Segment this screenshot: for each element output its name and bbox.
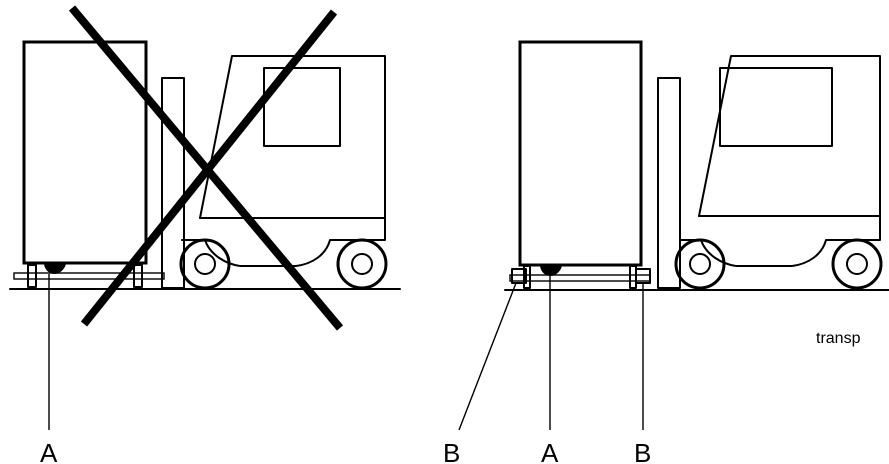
cabinet-foot-right xyxy=(540,266,562,276)
cabinet-left xyxy=(22,40,148,265)
leader-line-right-B1 xyxy=(458,282,517,431)
label-left-A: A xyxy=(40,438,58,464)
label-right-B-left: B xyxy=(443,438,460,464)
support-post-right-a xyxy=(523,265,531,289)
forklift-window-left xyxy=(263,67,341,147)
forklift-body-left xyxy=(181,55,386,267)
support-post-right-b xyxy=(629,265,637,289)
incorrect-transport-illustration: A xyxy=(9,5,401,464)
rear-wheel-right xyxy=(831,238,883,290)
support-block-right-a xyxy=(511,268,527,284)
label-right-B-right: B xyxy=(634,438,651,464)
caption-transp: transp xyxy=(816,330,861,347)
forklift-right xyxy=(657,55,883,290)
rear-hub-left xyxy=(351,253,373,275)
correct-transport-illustration: B A B transp xyxy=(443,40,889,464)
front-hub-left xyxy=(194,253,216,275)
mast-left xyxy=(161,77,185,289)
cabinet-foot-left xyxy=(44,264,66,274)
front-wheel-left xyxy=(179,238,231,290)
front-hub-right xyxy=(689,253,711,275)
cross-stroke-2 xyxy=(80,9,338,327)
forklift-left xyxy=(161,55,388,290)
forklift-window-right xyxy=(719,67,833,147)
rear-hub-right xyxy=(846,253,868,275)
fork-left xyxy=(13,272,165,280)
rear-wheel-left xyxy=(336,238,388,290)
front-wheel-right xyxy=(674,238,726,290)
forklift-body-right xyxy=(679,55,881,267)
cabinet-right xyxy=(518,40,643,267)
mast-right xyxy=(657,77,681,289)
support-left-a xyxy=(27,264,37,288)
label-right-A: A xyxy=(541,438,559,464)
support-left-b xyxy=(133,264,143,288)
